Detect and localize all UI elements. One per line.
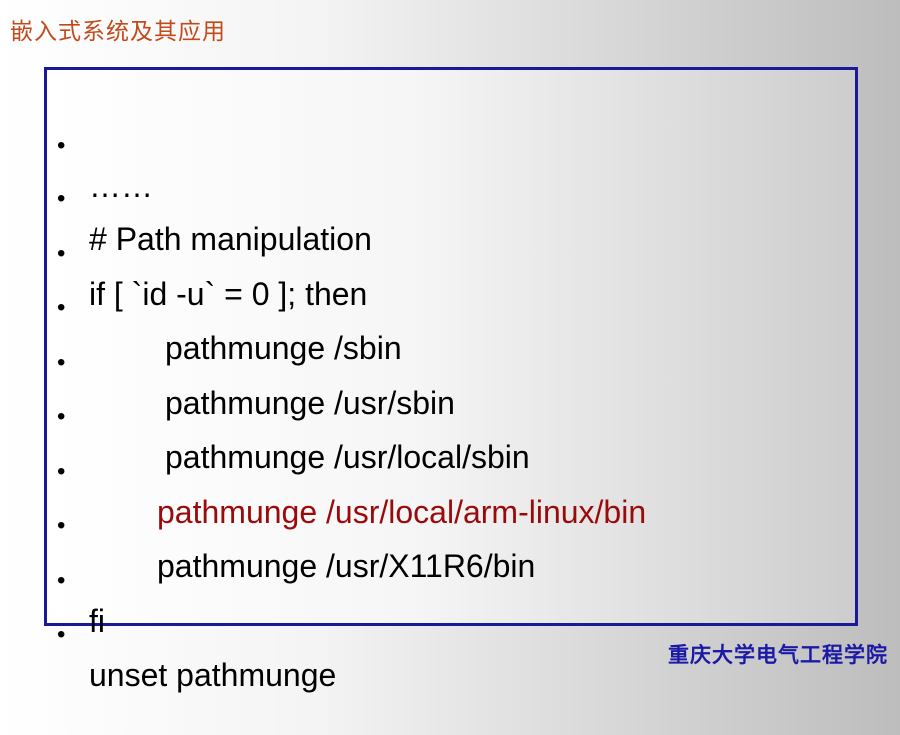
institution-footer: 重庆大学电气工程学院 [668,642,888,667]
highlighted-code-line: pathmunge /usr/local/arm-linux/bin [157,494,647,530]
bullet: • [57,349,66,376]
bullet: • [57,403,66,430]
list-item: • pathmunge /usr/local/sbin [47,357,855,475]
course-title: 嵌入式系统及其应用 [10,19,226,45]
bullet: • [57,294,66,321]
code-line: fi [89,603,105,639]
list-item: • pathmunge /sbin [47,248,855,366]
code-line: pathmunge /sbin [165,330,402,366]
bullet: • [57,512,66,539]
code-line: pathmunge /usr/X11R6/bin [157,548,536,584]
list-item: • if [ `id -u` = 0 ]; then [47,194,855,312]
code-line: …… [89,168,153,204]
list-item: • unset pathmunge [47,575,855,693]
bullet: • [57,458,66,485]
code-line: pathmunge /usr/local/sbin [165,439,530,475]
list-item: • …… [47,86,855,204]
code-line: if [ `id -u` = 0 ]; then [89,276,368,312]
code-line: unset pathmunge [89,657,337,693]
code-line: # Path manipulation [89,221,372,257]
list-item: • pathmunge /usr/sbin [47,303,855,421]
code-listing-box: • …… • # Path manipulation • if [ `id -u… [44,67,858,693]
bullet: • [57,185,66,212]
bullet: • [57,567,66,594]
list-item: • # Path manipulation [47,139,855,257]
bullet: • [57,132,66,159]
bullet: • [57,240,66,267]
bullet: • [57,621,66,648]
list-item: • pathmunge /usr/X11R6/bin [47,466,855,584]
code-line: pathmunge /usr/sbin [165,385,455,421]
list-item: • pathmunge /usr/local/arm-linux/bin [47,412,855,530]
list-item: • fi [47,521,855,639]
